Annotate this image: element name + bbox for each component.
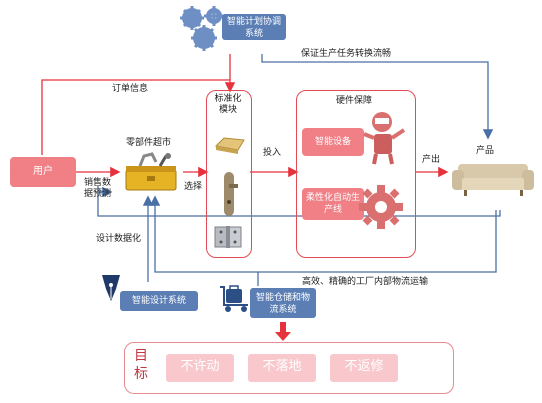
ensure-flow-label: 保证生产任务转换流畅 xyxy=(301,49,392,59)
sales-forecast-line2: 据预测 xyxy=(84,189,112,199)
sales-forecast-label: 销售数 据预测 xyxy=(84,178,111,200)
down-arrow-head xyxy=(275,332,291,341)
hardware-box xyxy=(296,90,416,258)
flexible-line-label-1: 柔性化自动生 xyxy=(305,193,360,203)
toolbox-icon xyxy=(125,152,177,191)
edge-logistics xyxy=(149,195,497,273)
goal-item: 不返修 xyxy=(330,354,398,382)
sofa-icon xyxy=(452,164,534,196)
flexible-line-label-2: 产线 xyxy=(323,205,342,215)
warehouse-box: 智能仓储和物 流系统 xyxy=(250,288,316,318)
input-label: 投入 xyxy=(263,148,282,158)
sales-forecast-line1: 销售数 xyxy=(84,178,112,188)
edge-sales-forecast xyxy=(97,186,501,217)
goal-label: 目标 xyxy=(134,348,148,382)
output-label: 产出 xyxy=(422,155,441,165)
planning-label-1: 智能计划协调 xyxy=(226,17,281,27)
user-box: 用户 xyxy=(10,157,76,187)
parts-market-label: 零部件超市 xyxy=(126,138,172,148)
standard-module-box xyxy=(206,90,252,258)
planning-label-2: 系统 xyxy=(244,29,263,39)
module-label-2: 模块 xyxy=(218,105,237,115)
product-label: 产品 xyxy=(476,146,495,156)
gear-cluster-icon xyxy=(180,6,224,51)
goal-item: 不许动 xyxy=(166,354,234,382)
module-label-1: 标准化 xyxy=(214,94,242,104)
standard-module-label: 标准化 模块 xyxy=(212,94,244,116)
planning-system-box: 智能计划协调 系统 xyxy=(222,14,286,40)
design-system-box: 智能设计系统 xyxy=(120,291,198,311)
robot-icon xyxy=(363,112,406,165)
design-data-label: 设计数据化 xyxy=(96,234,142,244)
warehouse-label-1: 智能仓储和物 xyxy=(255,293,310,303)
hardware-label: 硬件保障 xyxy=(336,96,373,106)
flexible-line-box: 柔性化自动生 产线 xyxy=(302,188,364,220)
door-handle-icon xyxy=(224,172,238,216)
luggage-cart-icon xyxy=(220,285,248,312)
edge-planning-to-product xyxy=(261,54,494,140)
hinge-icon xyxy=(214,226,242,248)
warehouse-label-2: 流系统 xyxy=(269,305,297,315)
logistics-label: 高效、精确的工厂内部物流运输 xyxy=(302,277,429,287)
goal-container xyxy=(124,342,454,394)
fountain-pen-icon xyxy=(102,275,120,301)
order-info-label: 订单信息 xyxy=(112,84,149,94)
edge-order-info xyxy=(41,79,236,155)
select-label: 选择 xyxy=(184,182,203,192)
gold-bar-icon xyxy=(214,137,245,154)
gear-icon xyxy=(359,185,403,229)
smart-equipment-box: 智能设备 xyxy=(302,128,364,156)
goal-item: 不落地 xyxy=(248,354,316,382)
